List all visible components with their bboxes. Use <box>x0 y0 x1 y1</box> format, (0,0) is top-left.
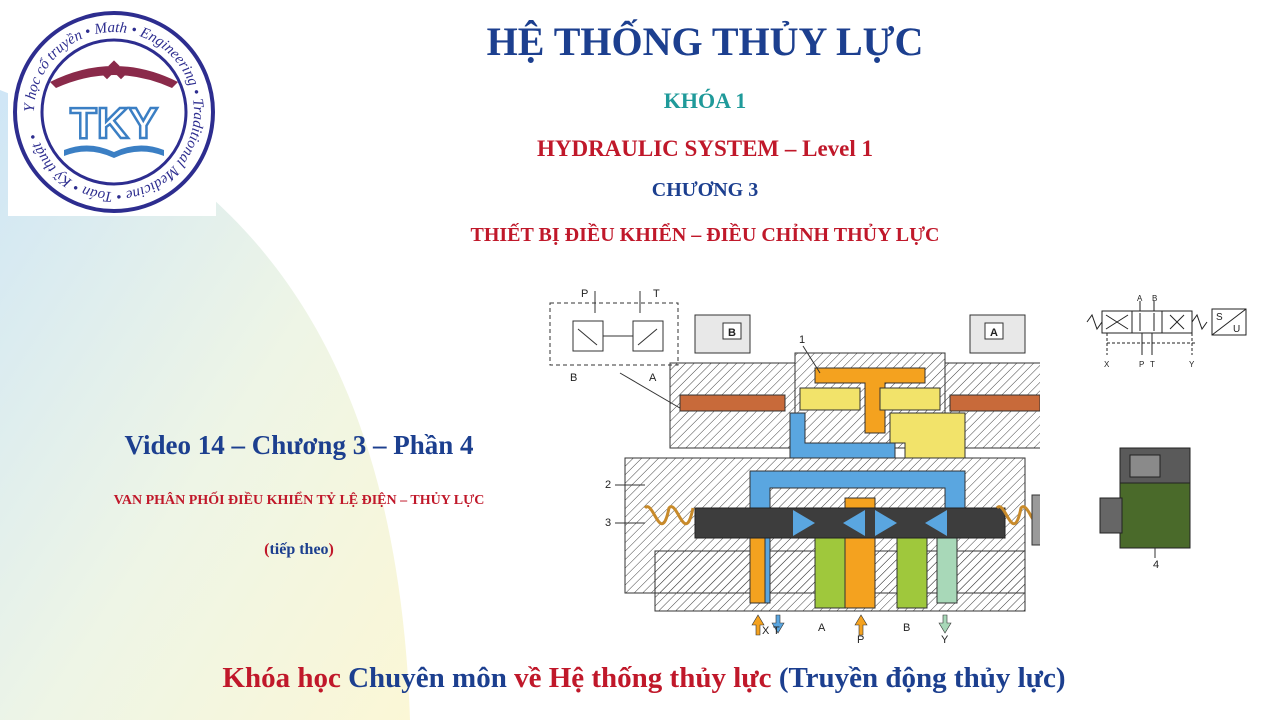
continued-label: (tiếp theo) <box>264 541 334 558</box>
svg-text:B: B <box>570 372 577 384</box>
tky-logo: Y học cổ truyền • Math • Engineering • T… <box>13 11 215 213</box>
svg-text:B: B <box>728 327 736 339</box>
logo-initials: TKY <box>70 99 158 148</box>
svg-text:S: S <box>1216 312 1223 323</box>
callout-3: 3 <box>605 517 611 529</box>
svg-text:Y: Y <box>941 634 949 643</box>
callout-1: 1 <box>799 334 805 346</box>
svg-text:B: B <box>903 622 910 634</box>
svg-text:Y: Y <box>1189 360 1195 369</box>
svg-text:A: A <box>1137 294 1143 303</box>
logo-roof-icon <box>50 66 178 88</box>
valve-iso-symbol: S U A B X P T Y <box>1086 294 1247 369</box>
pilot-pressure-channel <box>814 367 926 434</box>
left-spring <box>643 505 695 526</box>
valve-cross-section-diagram: P T B A B A 1 <box>549 288 1040 643</box>
english-subtitle: HYDRAULIC SYSTEM – Level 1 <box>536 136 874 161</box>
svg-text:A: A <box>990 327 998 339</box>
course-number: KHÓA 1 <box>663 88 747 113</box>
pilot-valve-schematic: P T B A <box>549 288 686 412</box>
svg-text:P: P <box>857 634 864 643</box>
course-footer: Khóa học Chuyên môn về Hệ thống thủy lực… <box>222 662 1066 694</box>
svg-text:X: X <box>1104 360 1110 369</box>
svg-text:B: B <box>1152 294 1157 303</box>
svg-text:P: P <box>1139 360 1144 369</box>
position-sensor <box>1031 494 1040 546</box>
port-labels: X T A P B Y <box>751 614 952 643</box>
svg-text:T: T <box>773 625 780 637</box>
callout-2: 2 <box>605 479 611 491</box>
svg-text:P: P <box>581 288 588 300</box>
svg-text:T: T <box>653 288 660 300</box>
chapter-title: THIẾT BỊ ĐIỀU KHIỂN – ĐIỀU CHỈNH THỦY LỰ… <box>470 224 940 246</box>
svg-text:X: X <box>762 625 770 637</box>
valve-title: VAN PHÂN PHỐI ĐIỀU KHIỂN TỶ LỆ ĐIỆN – TH… <box>113 493 485 508</box>
svg-text:A: A <box>818 622 826 634</box>
chapter-label: CHƯƠNG 3 <box>651 179 759 201</box>
logo-book-icon <box>64 145 164 158</box>
svg-text:A: A <box>649 372 657 384</box>
svg-text:T: T <box>1150 360 1155 369</box>
electronic-module: 4 <box>1099 447 1191 571</box>
left-solenoid: B <box>669 314 796 449</box>
page-title: HỆ THỐNG THỦY LỰC <box>486 19 924 64</box>
callout-4: 4 <box>1153 559 1159 571</box>
video-title: Video 14 – Chương 3 – Phần 4 <box>124 430 474 460</box>
svg-text:U: U <box>1233 324 1240 335</box>
